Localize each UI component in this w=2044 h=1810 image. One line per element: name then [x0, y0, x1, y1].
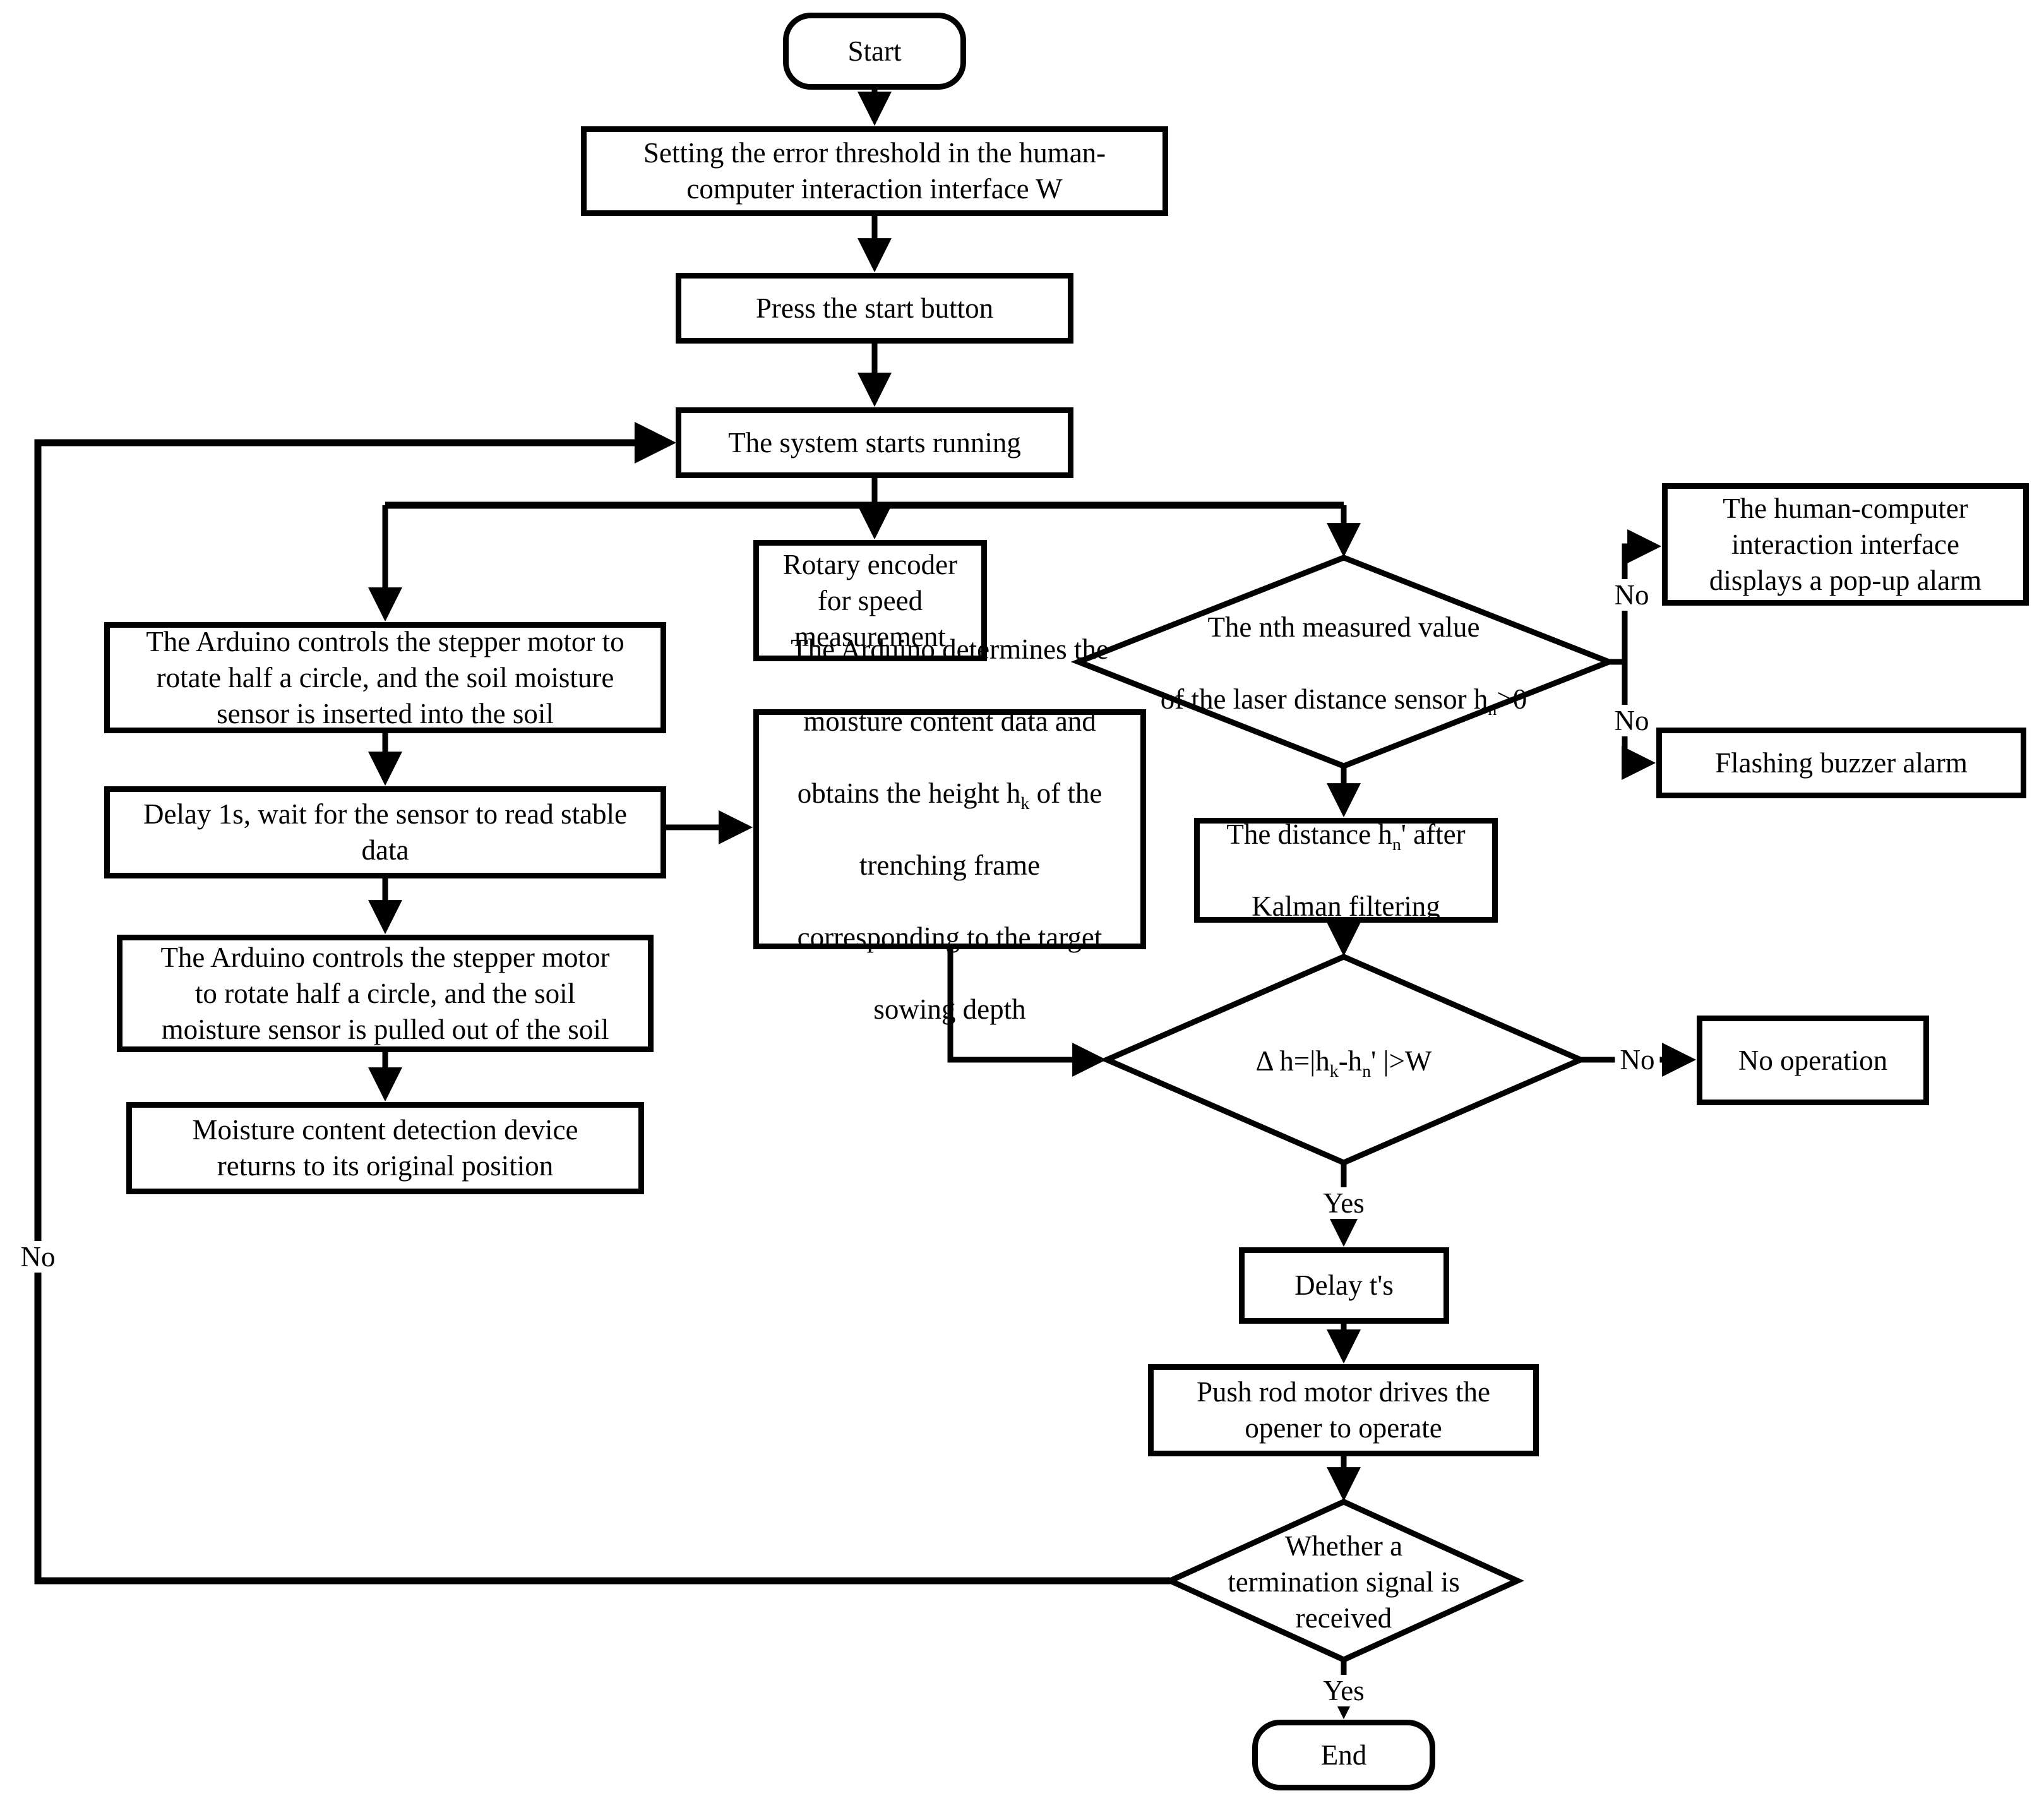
- popup-no-label: No: [1609, 579, 1654, 611]
- set-error-threshold-node: Setting the error threshold in the human…: [581, 126, 1168, 216]
- edge-loop-back: [34, 422, 1170, 1585]
- laser-measure-decision-label: The nth measured value of the laser dist…: [1160, 611, 1527, 719]
- system-starts-running-node: The system starts running: [676, 407, 1073, 478]
- kalman-filtering-node: The distance hn' after Kalman filtering: [1194, 818, 1498, 923]
- flashing-buzzer-alarm-node: Flashing buzzer alarm: [1656, 728, 2026, 798]
- decision-threshold-diamond: [1099, 954, 1588, 1166]
- press-start-button-node: Press the start button: [676, 273, 1073, 344]
- popup-alarm-node: The human-computer interaction interface…: [1662, 483, 2029, 606]
- push-rod-motor-node: Push rod motor drives the opener to oper…: [1148, 1364, 1539, 1456]
- delay-1s-node: Delay 1s, wait for the sensor to read st…: [104, 786, 666, 878]
- edge-bigbox-diamond2: [947, 949, 1107, 1077]
- moisture-device-returns-node: Moisture content detection device return…: [126, 1102, 644, 1194]
- start-node: Start: [783, 13, 966, 90]
- edge-no-popup: [1622, 529, 1662, 662]
- termination-decision-label: Whether a termination signal is received: [1228, 1530, 1460, 1634]
- delay-ts-node: Delay t's: [1239, 1247, 1449, 1324]
- no-operation-node: No operation: [1697, 1016, 1929, 1105]
- threshold-decision-label: Δ h=|hk-hn' |>W: [1255, 1045, 1432, 1081]
- arduino-determines-node: The Arduino determines the moisture cont…: [753, 633, 1146, 1025]
- decision-termination-diamond: [1163, 1499, 1524, 1663]
- threshold-yes-label: Yes: [1318, 1187, 1370, 1219]
- sensor-inserted-node: The Arduino controls the stepper motor t…: [104, 622, 666, 733]
- threshold-no-label: No: [1615, 1044, 1660, 1076]
- buzzer-no-label: No: [1609, 705, 1654, 736]
- edge-no-buzzer: [1622, 662, 1656, 780]
- loop-no-label: No: [15, 1241, 61, 1273]
- termination-yes-label: Yes: [1318, 1675, 1370, 1706]
- rotary-encoder-node: Rotary encoder for speed measurement: [753, 540, 987, 661]
- end-node: End: [1252, 1720, 1435, 1790]
- sensor-pulled-out-node: The Arduino controls the stepper motor t…: [117, 935, 654, 1052]
- decision-laser-diamond: [1070, 554, 1617, 769]
